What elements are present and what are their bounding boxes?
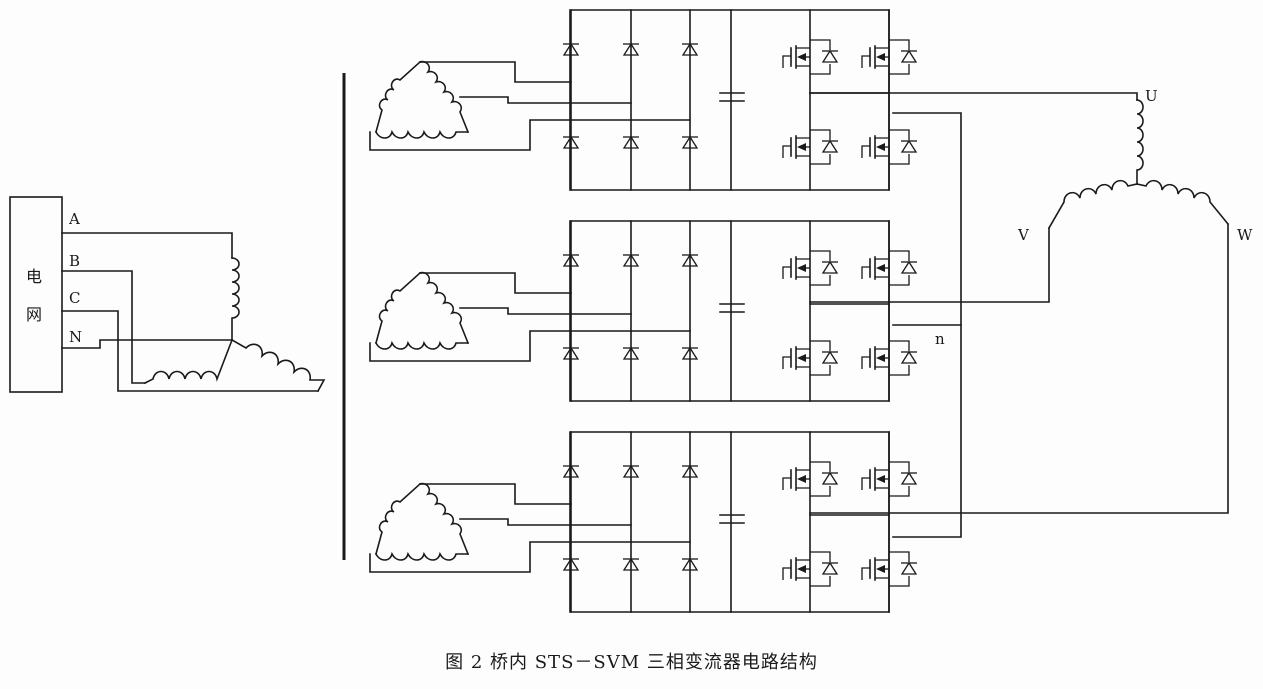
rectifier-diode-bottom-2: [622, 135, 640, 149]
mosfet-switch-3: [782, 340, 839, 376]
rectifier-diode-top-1: [562, 42, 580, 56]
rectifier-diode-bottom-3: [681, 135, 699, 149]
primary-coil-c: [230, 338, 326, 393]
ac-feed-3: [369, 119, 691, 151]
freewheel-diode-2: [900, 471, 918, 485]
ac-feed-1: [419, 483, 572, 505]
rectifier-diode-bottom-3: [681, 557, 699, 571]
ac-feed-2: [459, 307, 632, 315]
secondary-winding-1: [374, 60, 470, 139]
terminal-v-label: V: [1017, 226, 1030, 244]
wire-neutral: [61, 339, 233, 349]
rectifier-diode-bottom-1: [562, 557, 580, 571]
freewheel-diode-2: [900, 49, 918, 63]
rectifier-diode-top-1: [562, 464, 580, 478]
secondary-winding-2: [374, 271, 470, 350]
freewheel-diode-4: [900, 139, 918, 153]
wire-phase-c: [61, 310, 319, 392]
rectifier-diode-bottom-3: [681, 346, 699, 360]
mosfet-switch-2: [861, 39, 918, 75]
rectifier-diode-top-3: [681, 253, 699, 267]
dc-link-capacitor: [719, 92, 745, 102]
mosfet-switch-1: [782, 39, 839, 75]
wire-cell2-to-v: [809, 227, 1050, 303]
motor-coil-v: [1047, 179, 1138, 230]
mosfet-switch-4: [861, 129, 918, 165]
wire-phase-a: [61, 232, 233, 259]
freewheel-diode-4: [900, 350, 918, 364]
mosfet-switch-1: [782, 461, 839, 497]
ac-feed-2: [459, 96, 632, 104]
rectifier-diode-top-2: [622, 253, 640, 267]
primary-coil-b: [143, 338, 234, 385]
wire-cell3-to-w: [809, 223, 1229, 514]
rectifier-diode-bottom-1: [562, 346, 580, 360]
rectifier-diode-bottom-2: [622, 557, 640, 571]
wire-phase-b: [61, 270, 146, 384]
rectifier-diode-bottom-1: [562, 135, 580, 149]
figure-caption: 图 2 桥内 STS－SVM 三相变流器电路结构: [445, 652, 818, 673]
wire-cell1-to-u: [809, 92, 1138, 101]
freewheel-diode-1: [821, 471, 839, 485]
freewheel-diode-1: [821, 49, 839, 63]
rectifier-diode-top-2: [622, 42, 640, 56]
motor-coil-w: [1136, 179, 1230, 226]
grid-label-line1: 电: [26, 267, 42, 286]
mosfet-switch-3: [782, 129, 839, 165]
grid-label-line2: 网: [26, 305, 42, 324]
freewheel-diode-2: [900, 260, 918, 274]
ac-feed-3: [369, 541, 691, 573]
freewheel-diode-4: [900, 561, 918, 575]
freewheel-diode-3: [821, 139, 839, 153]
freewheel-diode-3: [821, 350, 839, 364]
terminal-u-label: U: [1145, 87, 1158, 105]
rectifier-diode-top-2: [622, 464, 640, 478]
rectifier-frame: [569, 220, 732, 402]
dc-link-capacitor: [719, 303, 745, 313]
neutral-label: N: [69, 328, 82, 346]
output-wiring: [809, 92, 1229, 538]
rectifier-frame: [569, 9, 732, 191]
rectifier-diode-bottom-2: [622, 346, 640, 360]
mosfet-switch-4: [861, 551, 918, 587]
ac-feed-1: [419, 61, 572, 83]
mosfet-switch-4: [861, 340, 918, 376]
freewheel-diode-1: [821, 260, 839, 274]
phase-c-label: C: [69, 289, 80, 307]
freewheel-diode-3: [821, 561, 839, 575]
power-cells: [369, 9, 918, 613]
grid-block: 电 网 A B C N: [9, 196, 319, 393]
rectifier-diode-top-1: [562, 253, 580, 267]
motor-windings: U V W n: [935, 87, 1253, 348]
power-cell-2: [369, 220, 918, 402]
ac-feed-2: [459, 518, 632, 526]
mosfet-switch-1: [782, 250, 839, 286]
primary-coil-a: [231, 257, 240, 341]
mosfet-switch-2: [861, 461, 918, 497]
mosfet-switch-3: [782, 551, 839, 587]
phase-b-label: B: [69, 252, 80, 270]
rectifier-frame: [569, 431, 732, 613]
grid-box: [9, 196, 63, 393]
rectifier-diode-top-3: [681, 42, 699, 56]
neutral-n-label: n: [935, 330, 945, 348]
ac-feed-1: [419, 272, 572, 294]
power-cell-1: [369, 9, 918, 191]
transformer-primary: [143, 257, 326, 393]
phase-a-label: A: [68, 210, 80, 228]
mosfet-switch-2: [861, 250, 918, 286]
secondary-winding-3: [374, 482, 470, 561]
ac-feed-3: [369, 330, 691, 362]
rectifier-diode-top-3: [681, 464, 699, 478]
motor-coil-u: [1136, 99, 1144, 185]
dc-link-capacitor: [719, 514, 745, 524]
power-cell-3: [369, 431, 918, 613]
terminal-w-label: W: [1237, 226, 1253, 244]
